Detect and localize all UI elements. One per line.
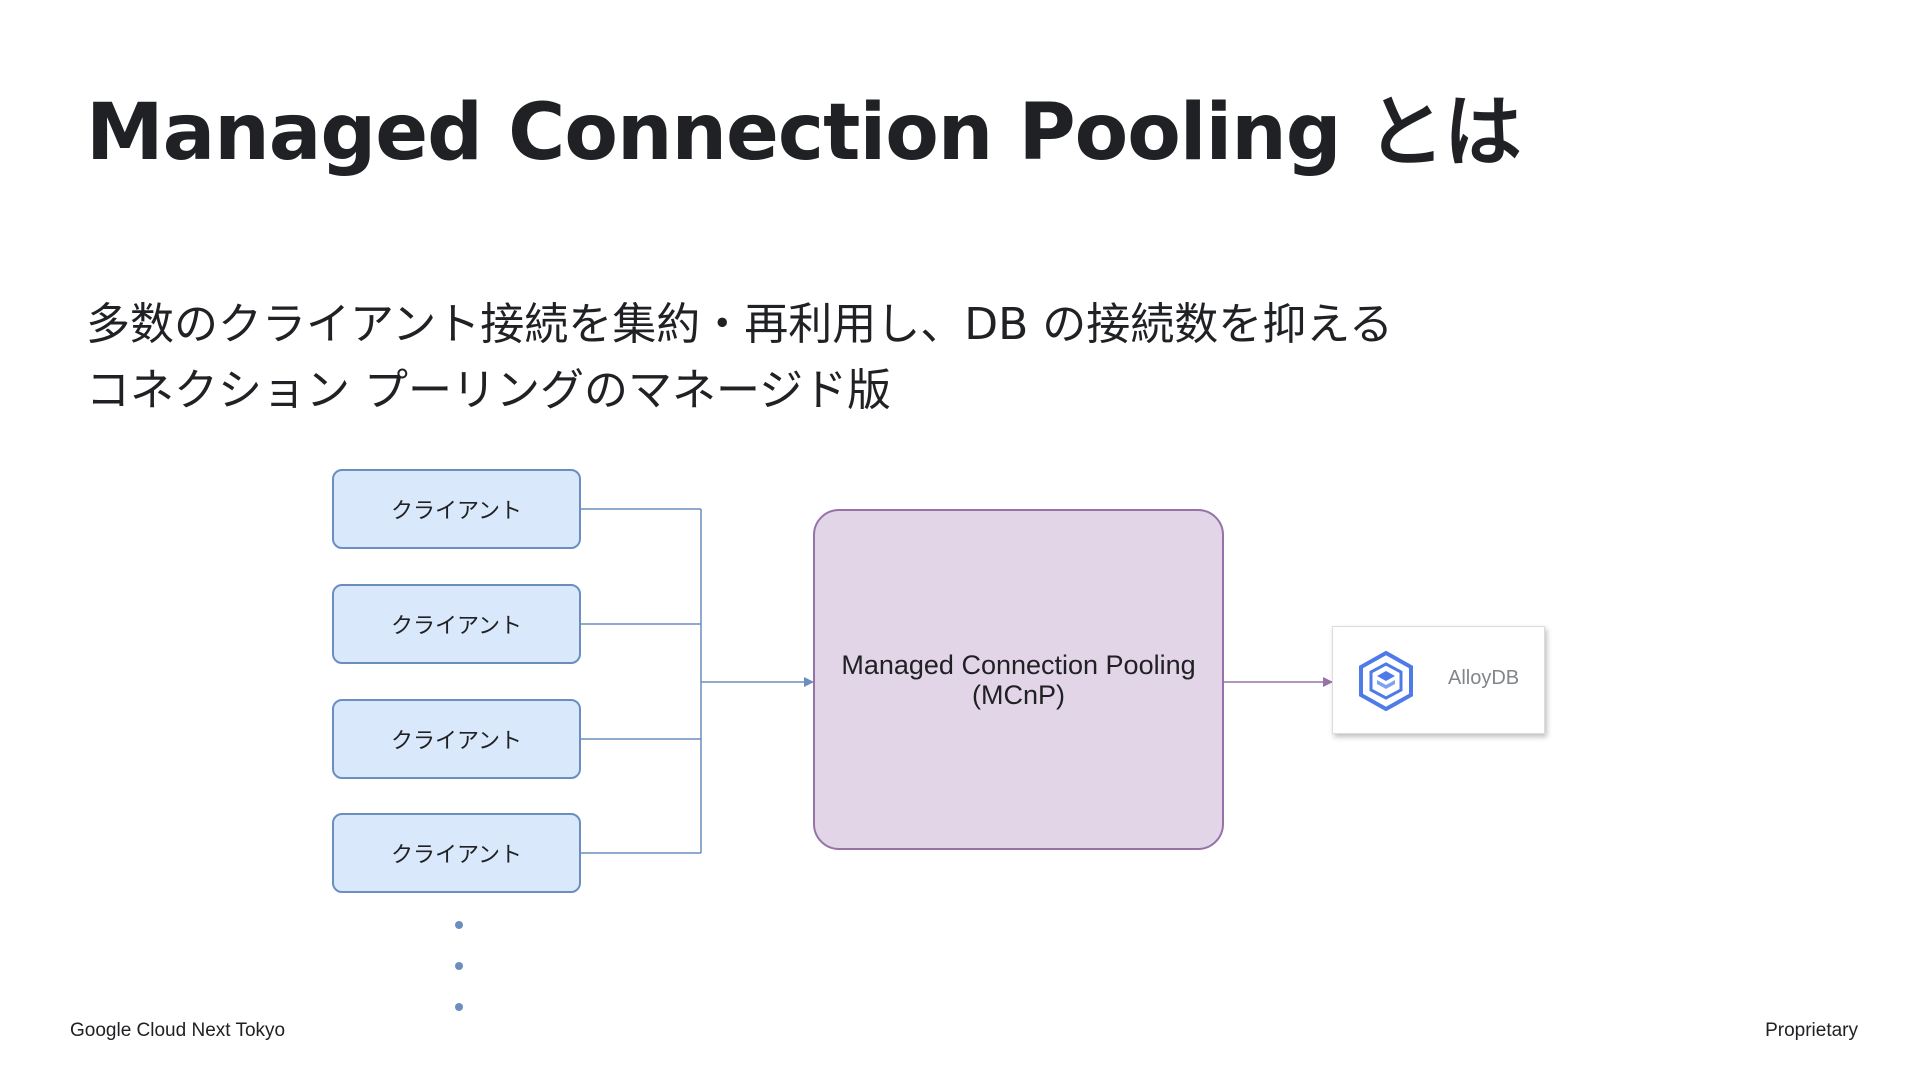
mcnp-box: Managed Connection Pooling (MCnP)	[813, 509, 1224, 850]
slide-title: Managed Connection Pooling とは	[86, 88, 1522, 178]
alloydb-label: AlloyDB	[1448, 667, 1520, 689]
footer-classification: Proprietary	[1765, 1020, 1858, 1041]
subtitle-line: コネクション プーリングのマネージド版	[86, 365, 892, 416]
mcnp-abbrev: (MCnP)	[972, 679, 1065, 710]
footer-event: Google Cloud Next Tokyo	[70, 1020, 286, 1041]
alloydb-box: AlloyDB	[1332, 626, 1545, 734]
client-box: クライアント	[332, 699, 581, 779]
vertical-dots-icon	[455, 921, 463, 1011]
client-box: クライアント	[332, 584, 581, 664]
alloydb-icon	[1359, 651, 1413, 711]
client-box: クライアント	[332, 469, 581, 549]
slide-subtitle: 多数のクライアント接続を集約・再利用し、DB の接続数を抑える コネクション プ…	[86, 292, 1393, 424]
subtitle-line: 多数のクライアント接続を集約・再利用し、DB の接続数を抑える	[86, 299, 1393, 350]
mcnp-title: Managed Connection Pooling	[841, 649, 1196, 680]
client-box: クライアント	[332, 813, 581, 893]
